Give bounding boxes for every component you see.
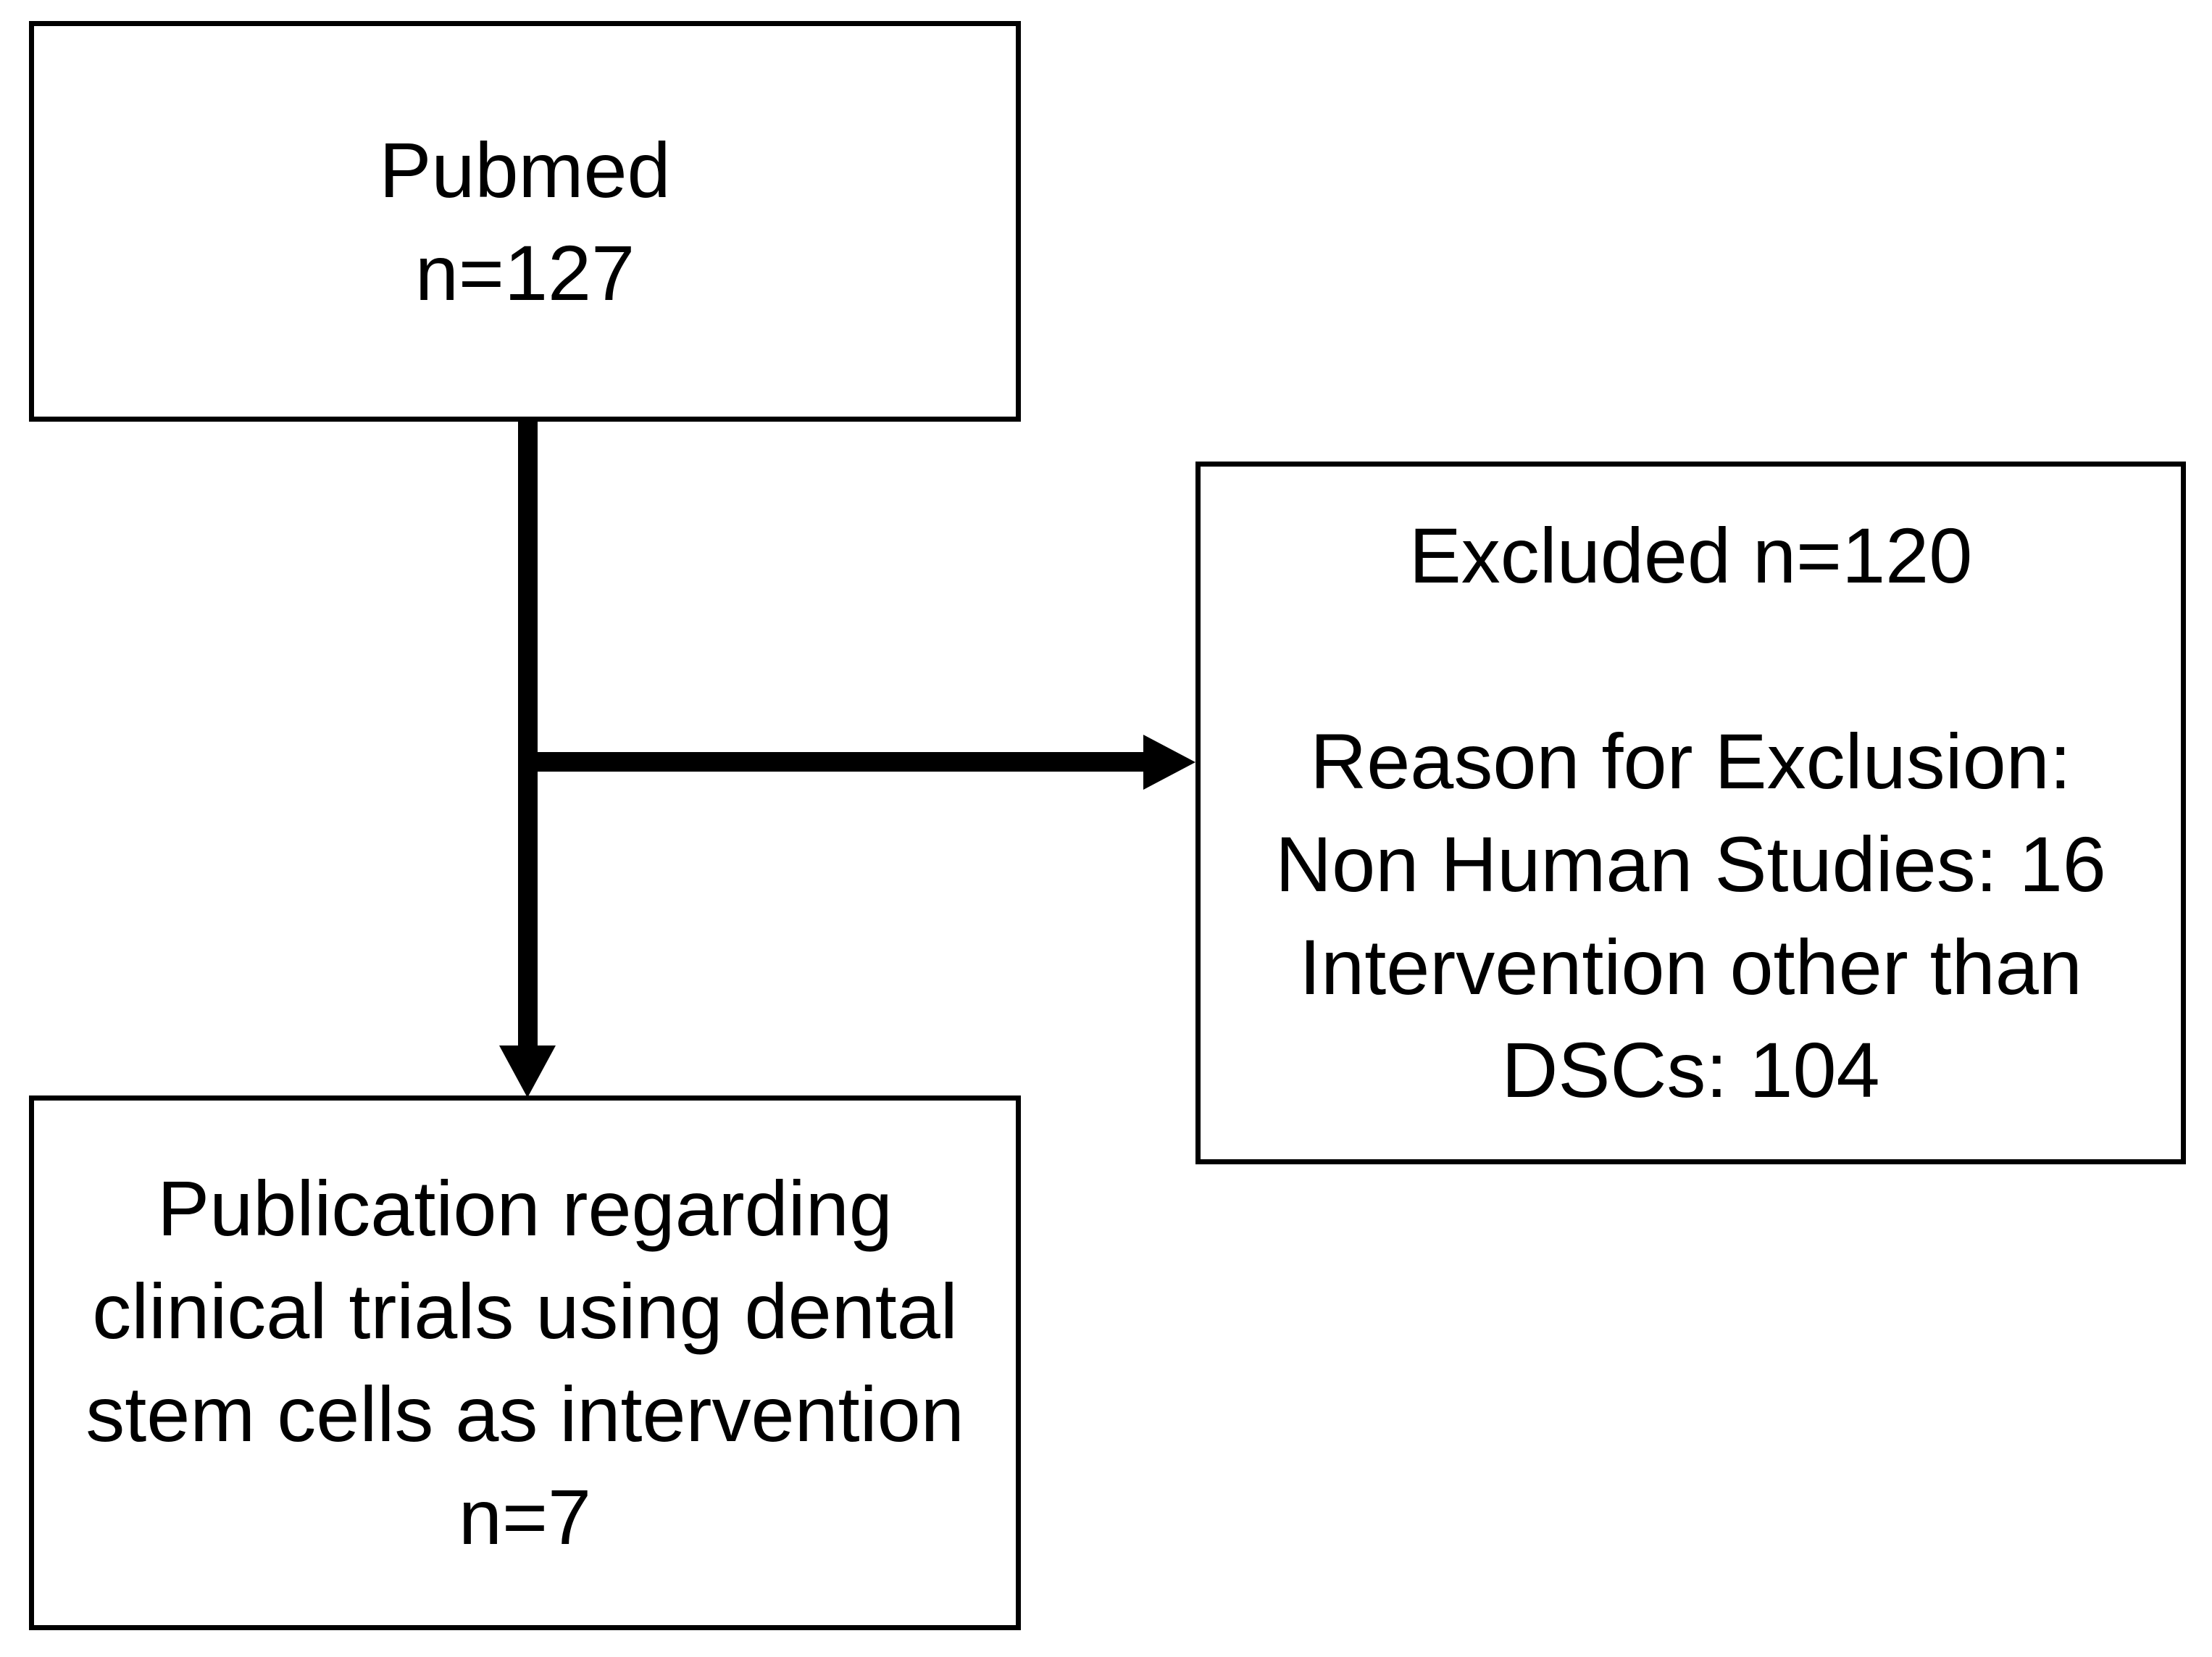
publication-box-text: stem cells as intervention (85, 1370, 964, 1458)
exclusion-reason-item: Intervention other than (1299, 923, 2082, 1011)
exclusion-reason-item: DSCs: 104 (1501, 1026, 1880, 1114)
exclusion-reason-item: Non Human Studies: 16 (1275, 820, 2106, 908)
publication-box-text: Publication regarding (157, 1164, 893, 1252)
pubmed-box-title: Pubmed (379, 125, 671, 214)
publication-box-count: n=7 (458, 1473, 592, 1561)
pubmed-box-count: n=127 (414, 228, 635, 317)
excluded-box-title: Excluded n=120 (1408, 512, 1973, 599)
excluded-box: Excluded n=120 Reason for Exclusion: Non… (1195, 462, 2186, 1164)
exclusion-reasons-header: Reason for Exclusion: (1310, 717, 2071, 805)
arrow-down-head-icon (499, 1045, 556, 1098)
publication-box-text: clinical trials using dental (92, 1267, 958, 1355)
arrow-right-shaft (518, 752, 1145, 772)
publication-box: Publication regarding clinical trials us… (29, 1095, 1021, 1630)
arrow-down-shaft (518, 421, 538, 1048)
pubmed-box: Pubmed n=127 (29, 21, 1021, 422)
arrow-right-head-icon (1143, 735, 1195, 790)
